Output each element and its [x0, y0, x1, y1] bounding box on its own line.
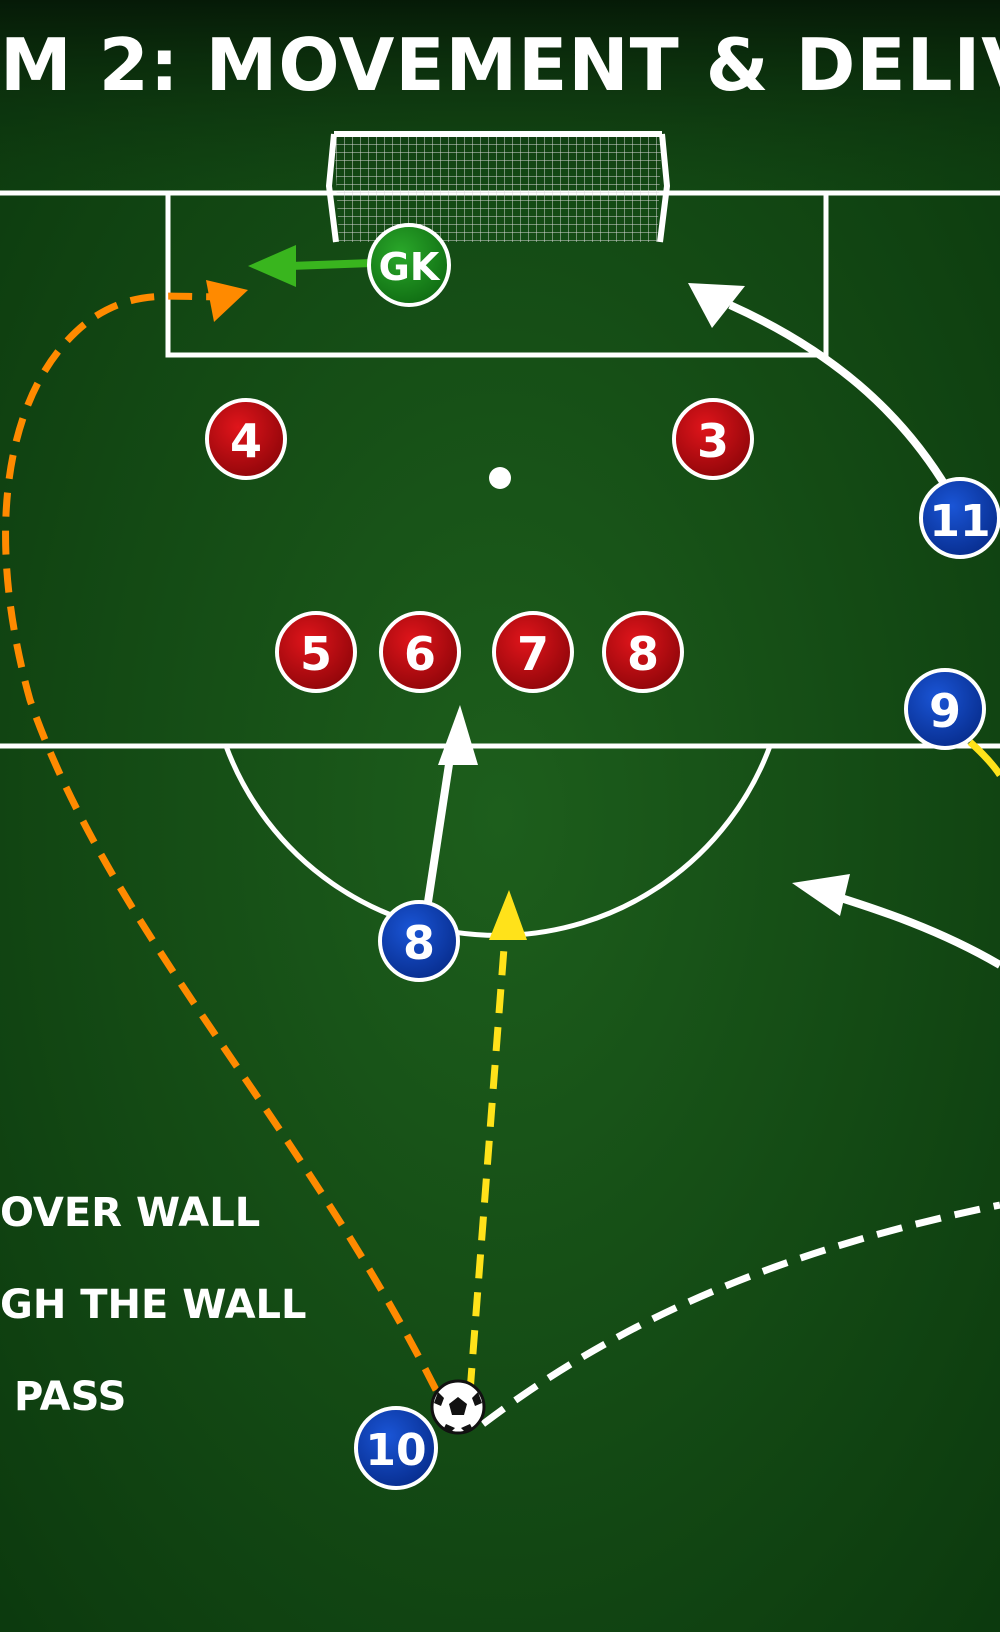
attacker-label: 8	[403, 916, 435, 970]
run-8-path	[424, 737, 457, 903]
attacker-label: 9	[929, 684, 961, 738]
pass-path	[480, 1201, 1000, 1427]
attacker-disc	[354, 1406, 438, 1490]
defender-5: 5	[275, 611, 357, 693]
defender-label: 5	[300, 627, 332, 681]
defender-disc	[205, 398, 287, 480]
defender-8: 8	[602, 611, 684, 693]
run-right-arrowhead	[792, 874, 850, 916]
goalkeeper-label: GK	[379, 245, 441, 289]
attackers: 11 9 8 10	[354, 477, 1000, 1490]
defender-3: 3	[672, 398, 754, 480]
defender-6: 6	[379, 611, 461, 693]
run-11-arrowhead	[688, 283, 745, 328]
attacker-8: 8	[378, 900, 460, 982]
attacker-label: 10	[365, 1425, 426, 1476]
through-wall-arrowhead	[489, 890, 527, 940]
left-post	[325, 133, 339, 243]
defender-disc	[275, 611, 357, 693]
defender-disc	[379, 611, 461, 693]
attacker-11: 11	[919, 477, 1000, 559]
defender-7: 7	[492, 611, 574, 693]
goalkeeper: GK	[367, 223, 451, 307]
attacker-disc	[919, 477, 1000, 559]
gk-move-arrowhead	[248, 245, 296, 287]
defending-wall: 4 3 5 6 7 8	[205, 398, 754, 693]
defender-disc	[672, 398, 754, 480]
through-wall-path	[466, 934, 509, 1393]
six-yard-box	[165, 193, 829, 358]
gk-move-path	[289, 259, 373, 270]
over-wall-path	[2, 292, 440, 1392]
defender-label: 3	[697, 414, 729, 468]
defender-label: 8	[627, 627, 659, 681]
through-wall-path-2	[967, 739, 1000, 777]
goal	[325, 131, 671, 243]
goalkeeper-disc	[367, 223, 451, 307]
defender-label: 7	[517, 627, 549, 681]
attacker-label: 11	[929, 496, 990, 547]
defender-4: 4	[205, 398, 287, 480]
legend: OVER WALL GH THE WALL PASS	[0, 1190, 307, 1420]
paths	[2, 245, 1000, 1427]
legend-through-wall: GH THE WALL	[0, 1282, 307, 1328]
penalty-spot	[489, 467, 511, 489]
run-right-path	[823, 889, 1000, 969]
defender-label: 4	[230, 414, 262, 468]
right-post	[657, 133, 671, 243]
defender-disc	[492, 611, 574, 693]
goal-net	[334, 134, 662, 242]
defender-disc	[602, 611, 684, 693]
run-11-path	[728, 301, 952, 493]
attacker-9: 9	[904, 668, 986, 750]
attacker-10: 10	[354, 1406, 438, 1490]
run-8-arrowhead	[438, 705, 478, 765]
legend-over-wall: OVER WALL	[0, 1190, 260, 1236]
defender-label: 6	[404, 627, 436, 681]
legend-pass: PASS	[14, 1374, 126, 1420]
football-icon	[430, 1379, 486, 1435]
attacker-disc	[904, 668, 986, 750]
over-wall-arrowhead	[206, 280, 248, 322]
diagram-title: M 2: MOVEMENT & DELIVERY OP	[0, 23, 1000, 107]
attacker-disc	[378, 900, 460, 982]
